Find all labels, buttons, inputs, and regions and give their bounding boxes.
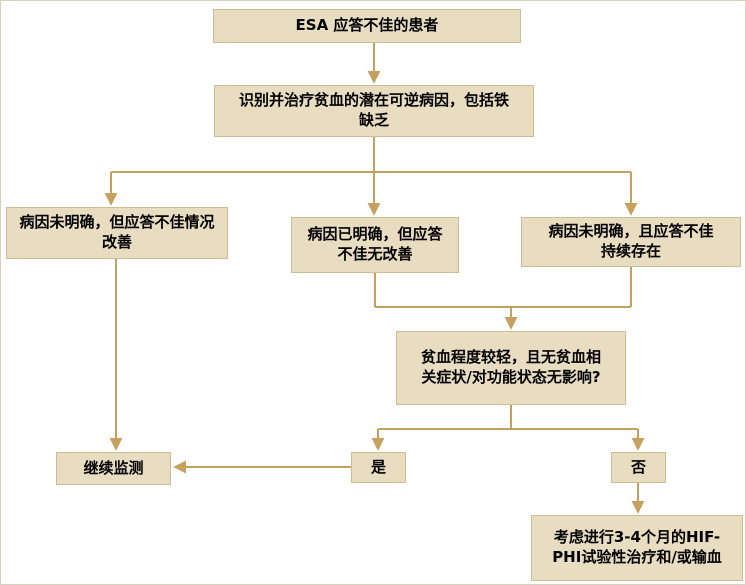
flow-node-identify-causes: 识别并治疗贫血的潜在可逆病因，包括铁缺乏 bbox=[214, 85, 534, 137]
connector-split-trunk bbox=[111, 137, 631, 173]
flow-node-cause-unclear-improved: 病因未明确，但应答不佳情况改善 bbox=[6, 207, 228, 259]
connector-question-split bbox=[378, 405, 638, 430]
flow-node-cause-known-no-improve: 病因已明确，但应答不佳无改善 bbox=[291, 217, 459, 273]
flow-node-yes: 是 bbox=[351, 452, 406, 483]
flow-node-hifphi-trial: 考虑进行3-4个月的HIF-PHI试验性治疗和/或输血 bbox=[531, 515, 743, 581]
connector-merge-trunk bbox=[374, 267, 632, 308]
flow-node-cause-unclear-persist: 病因未明确，且应答不佳持续存在 bbox=[521, 217, 741, 267]
flow-node-mild-anemia-question: 贫血程度较轻，且无贫血相关症状/对功能状态无影响? bbox=[396, 331, 626, 405]
flow-node-continue-monitoring: 继续监测 bbox=[56, 452, 171, 485]
flow-node-esa-patients: ESA 应答不佳的患者 bbox=[213, 9, 521, 43]
flow-node-no: 否 bbox=[611, 452, 666, 483]
